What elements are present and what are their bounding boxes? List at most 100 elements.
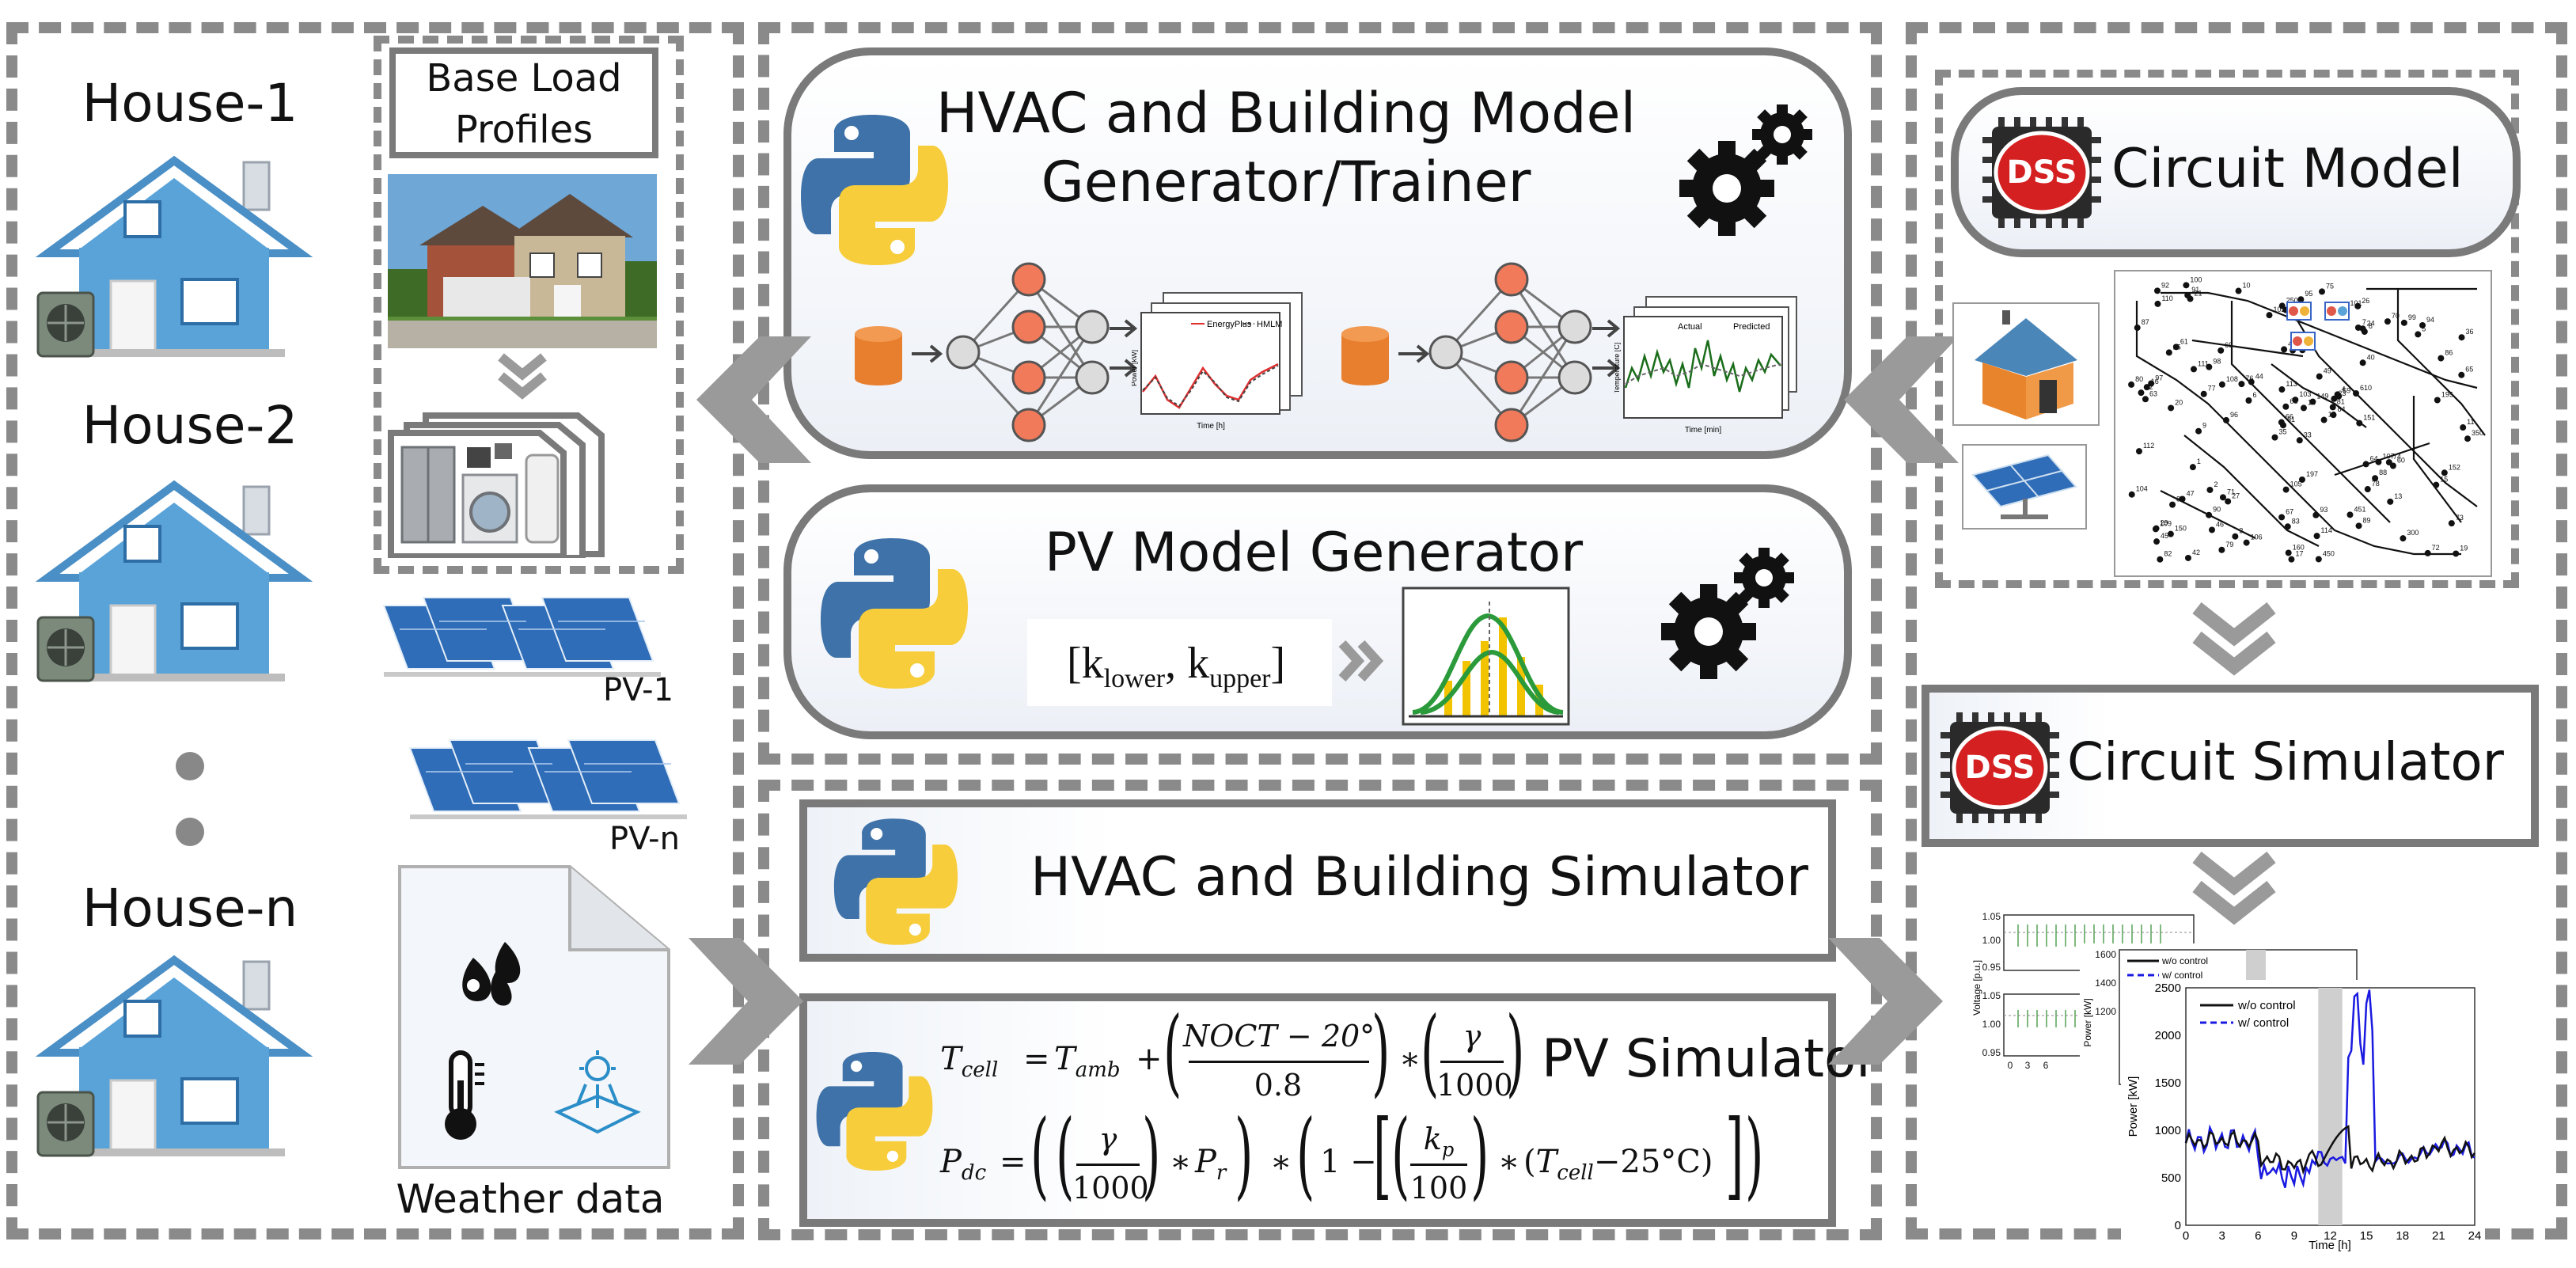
feeder-node [2384,318,2391,325]
feeder-node [2200,390,2207,397]
feeder-node [2361,328,2368,336]
feeder-node-label: 107 [2382,453,2394,461]
feeder-node [2441,469,2448,476]
eq2-gamma-den: 1000 [1072,1171,1149,1205]
tick-label: 0 [2183,1229,2189,1243]
feeder-node-label: 15 [2440,476,2448,484]
training-plot-right: Actual Predicted Time [min] Temperature … [1614,296,1797,435]
tick-label: 1200 [2095,1006,2116,1017]
feeder-node-label: 23 [2338,389,2346,397]
eq-symbol: T [940,1041,962,1077]
eq-times: ∗ [1270,1144,1292,1180]
feeder-node [2385,459,2392,466]
feeder-node-label: 103 [2299,390,2311,398]
feeder-node [2346,511,2354,518]
gears-icon [1679,104,1812,236]
eq-times: ∗ [1498,1144,1520,1180]
pv-n-panels [408,739,687,819]
feeder-node-label: 111 [2198,359,2209,367]
feeder-node-label: 19 [2460,544,2468,552]
feeder-node [2419,321,2426,328]
gears-icon [1661,548,1794,679]
eq-symbol: T [1054,1041,1076,1077]
hvac-generator-title-line2: Generator/Trainer [1041,150,1531,214]
tick-label: 9 [2291,1229,2297,1243]
feeder-node-label: 97 [2155,374,2163,382]
eq-paren: ( [1056,1100,1075,1210]
feeder-node-label: 12 [2145,383,2153,391]
feeder-node [2329,404,2336,411]
feeder-node-label: 152 [2449,463,2460,471]
eq-bracket: [ [1373,1100,1392,1210]
feeder-node [2152,526,2159,533]
feeder-node [2206,486,2214,493]
feeder-node [2206,363,2213,370]
eq-paren: ) [1745,1100,1764,1210]
mini-plot-legend: HMLM [1257,320,1282,329]
feeder-node [2433,481,2440,488]
feeder-node [2300,404,2307,412]
feeder-node-label: 4 [2342,385,2346,393]
fraction-bar [1076,1164,1140,1166]
feeder-node-label: 16 [2151,378,2159,385]
eq-equals: = [1000,1144,1026,1180]
feeder-node [2320,416,2328,423]
arrow-icon [912,344,943,363]
tick-label: 1.05 [1982,911,2001,922]
ieee-feeder-diagram: 3325312923272622241821192036354042484947… [2114,270,2492,577]
tick-label: 1600 [2095,949,2116,960]
feeder-node [2448,520,2455,527]
feeder-node [2372,475,2379,482]
feeder-node [2190,366,2197,373]
feeder-node [2245,397,2252,404]
feeder-node [2184,554,2191,561]
feeder-node-label: 88 [2379,469,2387,476]
series-without-control [2184,1125,2476,1175]
appliances-illustration [388,412,605,558]
eq-times: ∗ [1170,1144,1192,1180]
hvac-generator-title-line1: HVAC and Building Model [935,81,1637,146]
feeder-node-label: 99 [2408,313,2416,321]
tick-label: 18 [2396,1229,2409,1243]
thermometer-icon [445,1050,484,1140]
feeder-node [2359,359,2366,366]
inputs-panel [6,22,744,1240]
feeder-node-label: 42 [2192,549,2200,556]
feeder-node [2278,386,2286,393]
axis-label: Power [kW] [2126,1076,2140,1137]
feeder-node-label: 68 [2290,397,2297,405]
eq-paren: ( [1296,1100,1315,1210]
feeder-node [2353,389,2360,397]
mini-plot-xlabel: Time [min] [1685,426,1722,435]
mini-plot-ylabel: Temperature [C] [1614,343,1621,394]
feeder-node [2297,296,2305,303]
feeder-node-label: 451 [2354,505,2365,513]
eq1-gamma-num: γ [1463,1019,1481,1054]
legend-label: w/o control [2237,999,2296,1012]
tick-label: 24 [2468,1229,2482,1243]
training-plot-left: EnergyPlus HMLM Time [h] Power [kW] [1132,292,1303,431]
feeder-node-label: 24 [2367,319,2375,327]
feeder-node [2143,384,2150,391]
feeder-node [2282,486,2290,493]
fraction-bar [1440,1061,1504,1063]
flow-arrow-left-icon [696,336,811,463]
solar-panel-icon [1962,444,2087,530]
eq1-tamb: Tamb [1054,1043,1121,1080]
feeder-node [2400,535,2407,542]
flow-arrow-right-icon [689,938,803,1065]
feeder-node-label: 82 [2164,550,2172,558]
arrow-icon [1110,319,1138,378]
simulation-panel [758,780,1882,1240]
neural-network-icon [1428,262,1592,442]
tick-label: 0.95 [1982,962,2001,973]
feeder-node-label: 70 [2392,312,2400,320]
feeder-node [2278,419,2285,426]
tick-label: 1.05 [1982,990,2001,1001]
feeder-node-label: 8 [2369,322,2373,330]
ellipsis-dot [176,752,204,780]
pv-simulator-title: PV Simulator [1542,1028,1878,1089]
feeder-node [2157,556,2164,563]
circuit-simulator-title: Circuit Simulator [2067,731,2504,792]
ellipsis-dot [176,818,204,846]
